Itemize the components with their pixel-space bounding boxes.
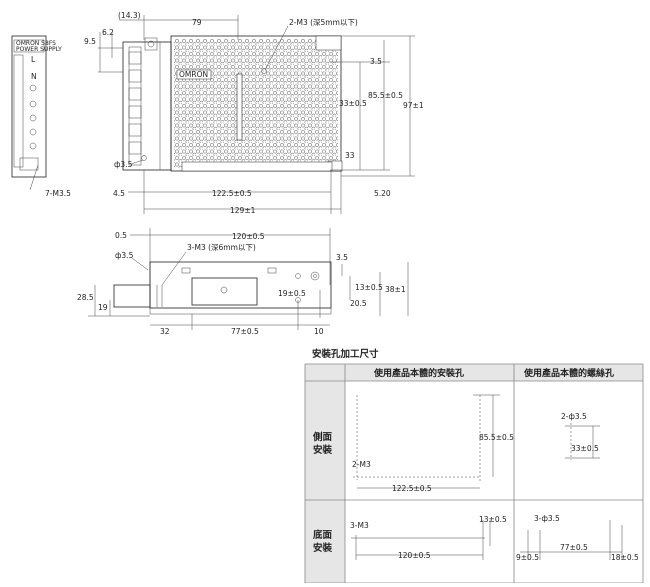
dim-77: 77±0.5: [231, 327, 259, 336]
dim-33-b: 33: [345, 151, 355, 160]
dim-0-5: 0.5: [115, 231, 127, 240]
row-side-label-b: 安裝: [313, 444, 333, 456]
r2c2-dim-9: 9±0.5: [516, 553, 539, 562]
ventilation-holes: [174, 39, 338, 168]
front-brand-text: OMRON S8FS: [16, 40, 56, 47]
row-side-label-a: 側面: [312, 431, 333, 443]
terminal-l-label: L: [31, 55, 36, 64]
front-vent-slot: [19, 157, 39, 171]
dim-33-a: 33±0.5: [339, 99, 367, 108]
col-header-mount-holes: 使用產品本體的安裝孔: [373, 367, 464, 379]
dim-28-5: 28.5: [77, 293, 94, 302]
dim-bottom-hole: ф3.5: [115, 251, 134, 260]
terminal-n-label: N: [31, 72, 37, 81]
dim-97: 97±1: [403, 101, 424, 110]
dim-13: 13±0.5: [355, 283, 383, 292]
terminal-screw-4: [29, 128, 37, 136]
dim-129: 129±1: [230, 206, 256, 215]
bottom-terminal: [113, 284, 151, 308]
r2c1-dim-120: 120±0.5: [398, 551, 431, 560]
r1c2-dim-33: 33±0.5: [571, 444, 599, 453]
dim-120: 120±0.5: [232, 232, 265, 241]
front-led-strip: [13, 54, 24, 168]
r2c1-dim-13: 13±0.5: [479, 515, 507, 524]
dim-14-3: (14.3): [118, 11, 141, 20]
r1c1-dim-2-m3: 2-M3: [352, 460, 371, 469]
dim-79: 79: [192, 18, 202, 27]
r2c2-dim-77: 77±0.5: [560, 543, 588, 552]
dim-19-a: 19±0.5: [278, 289, 306, 298]
r1c1-dim-122-5: 122.5±0.5: [392, 484, 432, 493]
dim-hole-3-5: ф3.5: [114, 160, 133, 169]
front-view: OMRON S8FS POWER SUPPLY L N 7-M3.5: [11, 35, 71, 198]
front-label-box: [13, 39, 45, 53]
dim-2-m3: 2-M3 (深5mm以下): [289, 18, 358, 27]
row-bottom-label-b: 安裝: [313, 542, 333, 554]
dim-9-5: 9.5: [84, 37, 96, 46]
dim-38: 38±1: [385, 285, 406, 294]
terminal-screw-2: [29, 100, 37, 108]
dim-10: 10: [314, 327, 324, 336]
dim-20-5: 20.5: [350, 299, 367, 308]
bottom-housing: [149, 261, 332, 309]
front-ps-text: POWER SUPPLY: [16, 46, 62, 53]
top-view: OMRON (14.3) 79 2-M3 (深5mm以下) 9.5 6.2 3.…: [84, 11, 424, 215]
r2c2-dim-3-hole: 3-ф3.5: [534, 514, 560, 523]
terminal-screw-3: [29, 114, 37, 122]
table-title: 安裝孔加工尺寸: [312, 348, 379, 360]
dim-122-5: 122.5±0.5: [212, 189, 252, 198]
dim-b-3-5: 3.5: [336, 253, 348, 262]
dim-5-20: 5.20: [374, 189, 391, 198]
col-header-screw-holes: 使用產品本體的螺絲孔: [523, 367, 614, 379]
terminal-screw-5: [29, 142, 37, 150]
r1c1-dim-85-5: 85.5±0.5: [479, 433, 514, 442]
mounting-hole-table: 安裝孔加工尺寸 使用產品本體的安裝孔 使用產品本體的螺絲孔 側面 安裝 底面 安…: [304, 348, 644, 584]
dim-19: 19: [98, 303, 108, 312]
front-view-outline: [11, 35, 47, 178]
r1c2-dim-2-hole: 2-ф3.5: [561, 412, 587, 421]
dim-4-5: 4.5: [113, 189, 125, 198]
row-bottom-label-a: 底面: [312, 529, 333, 541]
dim-3-5: 3.5: [370, 57, 382, 66]
dim-3-m3: 3-M3 (深6mm以下): [187, 243, 256, 252]
terminal-screw-1: [29, 84, 37, 92]
dim-7-m3-5: 7-M3.5: [45, 189, 71, 198]
dim-6-2: 6.2: [102, 28, 114, 37]
r2c1-dim-3-m3: 3-M3: [350, 521, 369, 530]
bottom-view: 0.5 120±0.5 3-M3 (深6mm以下) ф3.5 3.5 13±0.…: [77, 228, 409, 336]
dim-32: 32: [160, 327, 170, 336]
dim-85-5: 85.5±0.5: [368, 91, 403, 100]
r2c2-dim-18: 18±0.5: [611, 553, 639, 562]
brand-plate: OMRON: [179, 70, 208, 79]
